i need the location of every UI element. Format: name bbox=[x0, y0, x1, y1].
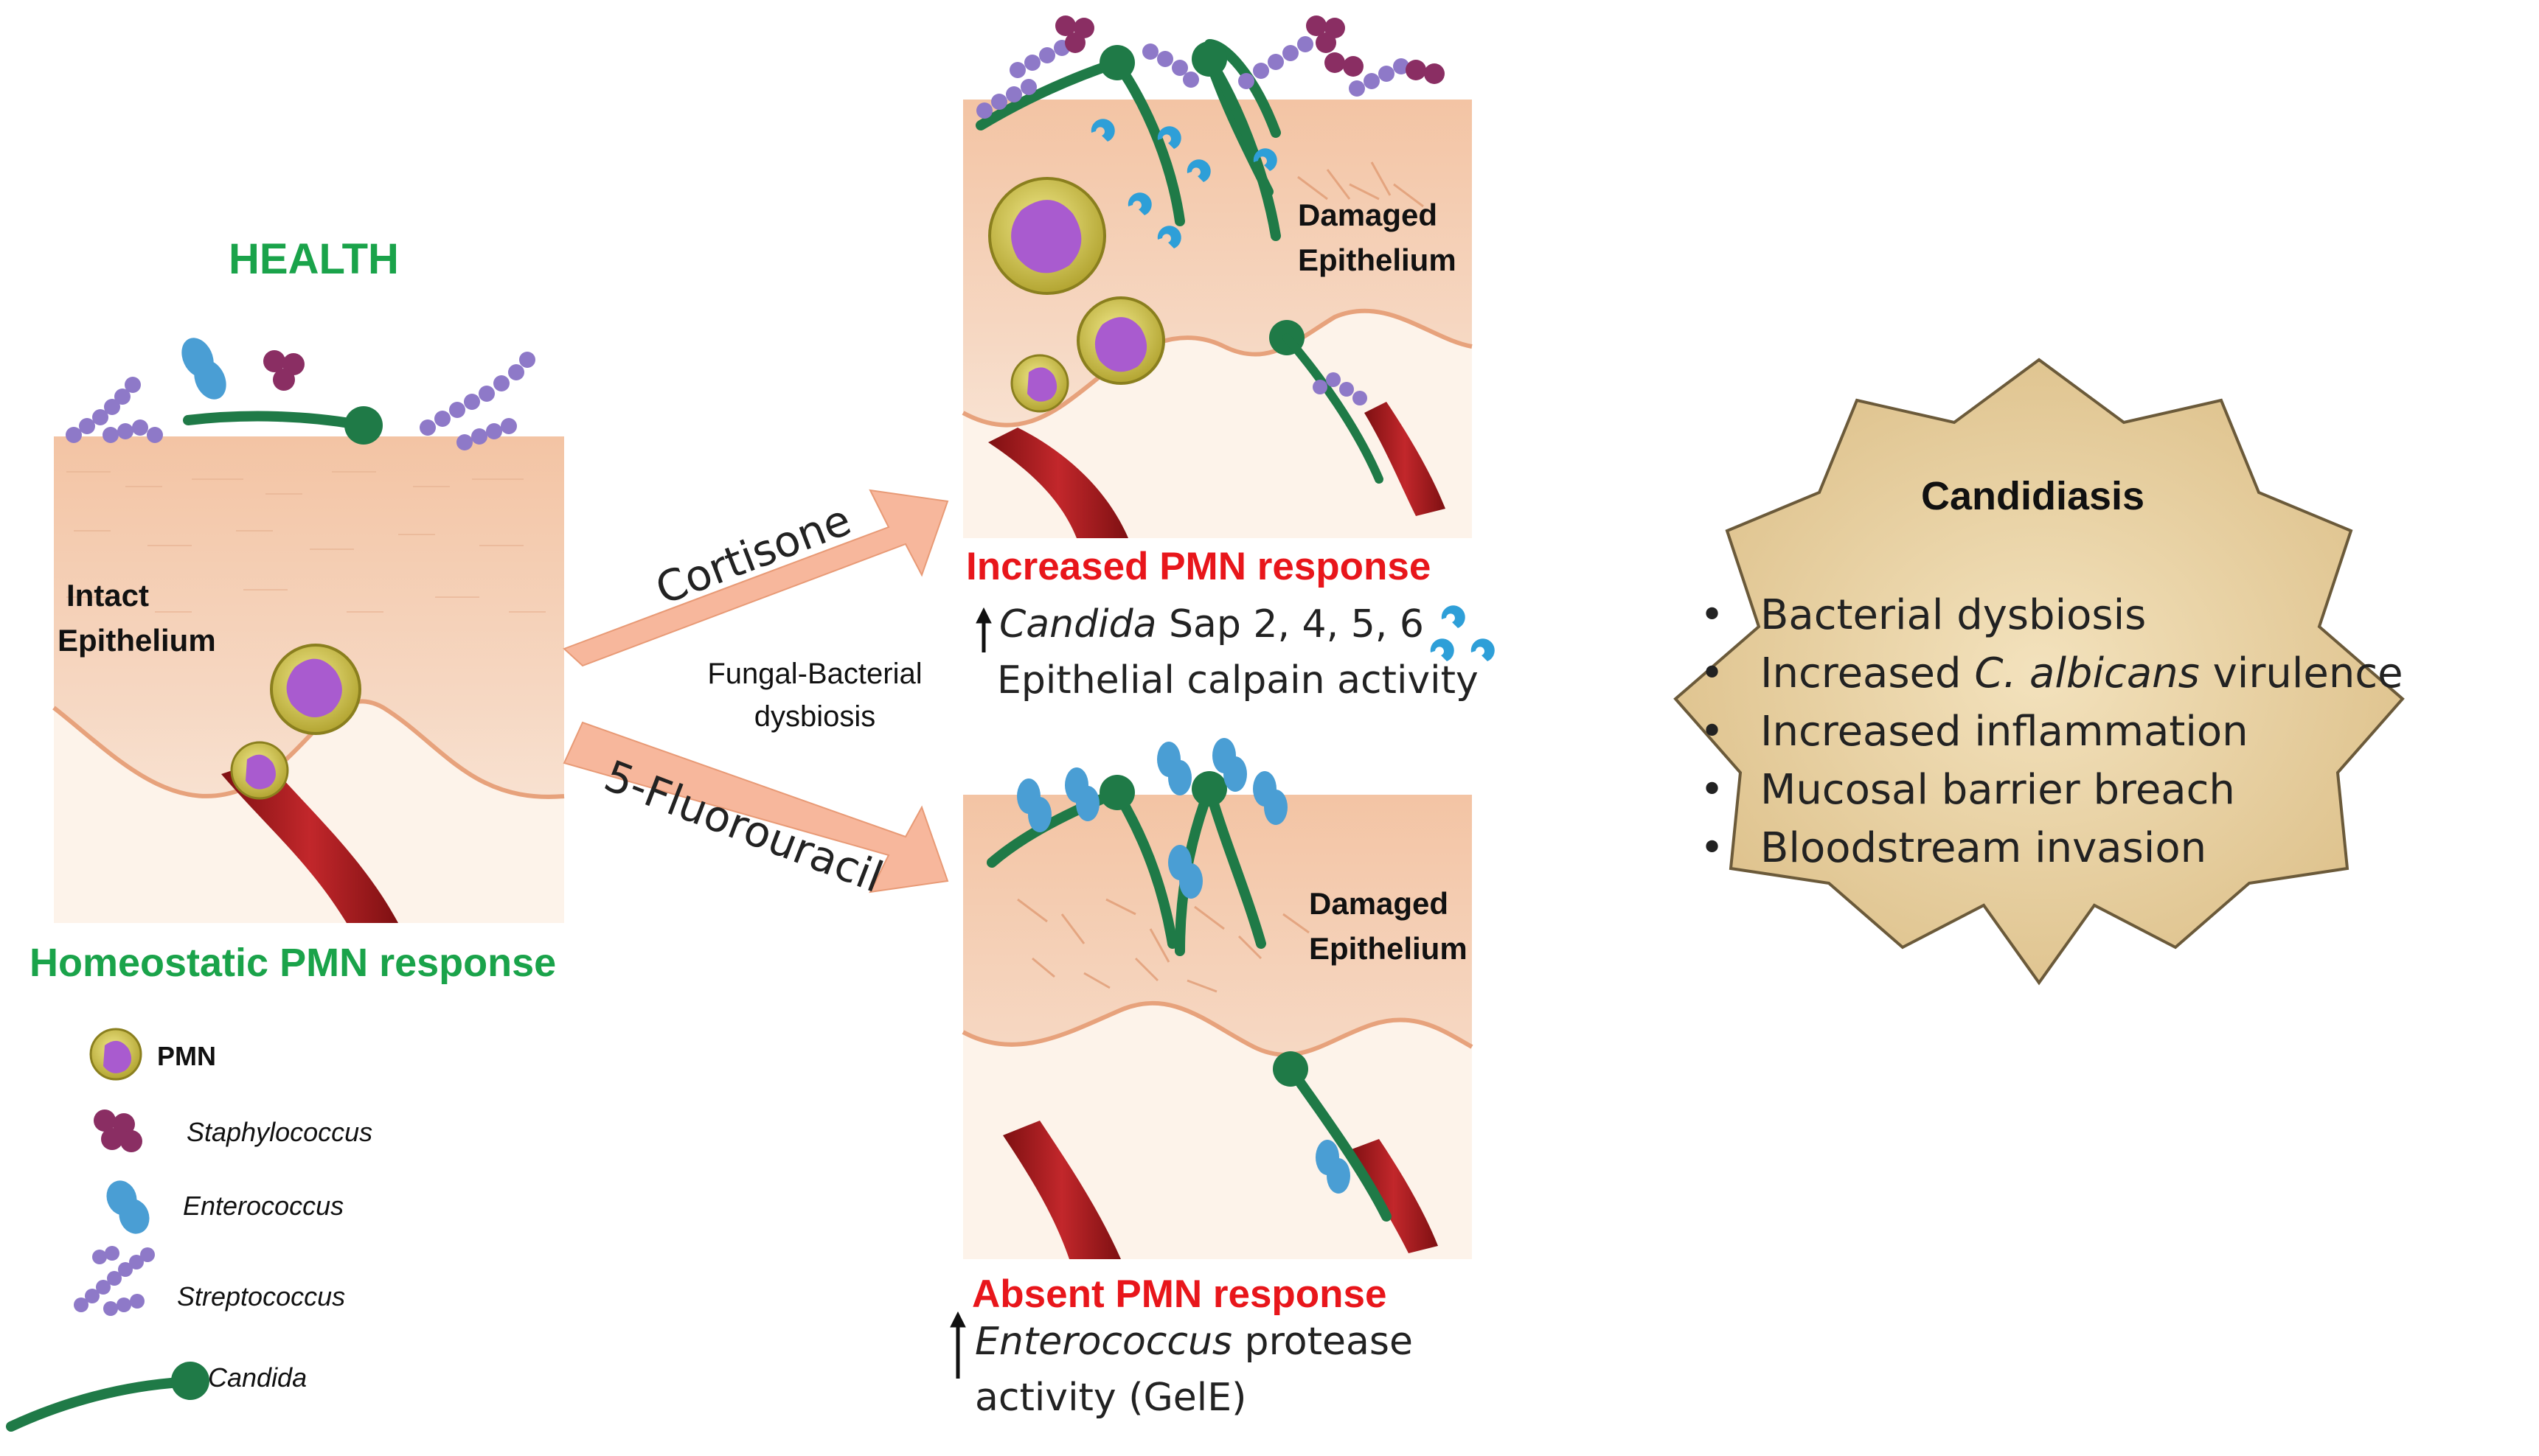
enterococcus-italic: Enterococcus bbox=[975, 1320, 1233, 1364]
pmn-cell-icon bbox=[230, 741, 289, 800]
protease-text: protease bbox=[1232, 1320, 1413, 1364]
homeostatic-response-label: Homeostatic PMN response bbox=[29, 941, 557, 985]
up-arrow-icon bbox=[976, 607, 992, 652]
streptococcus-chain-icon bbox=[420, 352, 535, 450]
candidiasis-item: Increased C. albicans virulence bbox=[1700, 644, 2403, 703]
pmn-icon bbox=[89, 1028, 142, 1081]
candida-hypha-icon bbox=[183, 406, 383, 445]
candidiasis-item: Bacterial dysbiosis bbox=[1700, 586, 2403, 644]
candidiasis-item: Mucosal barrier breach bbox=[1700, 761, 2403, 819]
legend-label-staphylococcus: Staphylococcus bbox=[187, 1117, 373, 1147]
arrow-5-fluorouracil bbox=[563, 721, 949, 894]
enterococcus-icon bbox=[106, 1180, 150, 1234]
item-text: Bloodstream invasion bbox=[1760, 824, 2207, 872]
damaged-label-line1: Damaged bbox=[1309, 886, 1449, 921]
candida-icon bbox=[6, 1362, 209, 1432]
item-text: Bacterial dysbiosis bbox=[1760, 591, 2147, 639]
health-title: HEALTH bbox=[229, 235, 399, 283]
cortisone-damaged-epithelium-label: Damaged Epithelium bbox=[1298, 193, 1456, 283]
candida-hypha-icon bbox=[1282, 333, 1383, 484]
legend-label-pmn: PMN bbox=[157, 1041, 216, 1071]
pmn-cell-icon bbox=[1010, 354, 1069, 413]
item-text: Increased bbox=[1760, 649, 1975, 697]
cortisone-effect-line2: Epithelial calpain activity bbox=[997, 658, 1479, 703]
blood-vessel-icon bbox=[988, 428, 1128, 538]
sap-list: Sap 2, 4, 5, 6 bbox=[1156, 602, 1424, 647]
candidiasis-title: Candidiasis bbox=[1921, 474, 2145, 518]
streptococcus-icon bbox=[74, 1246, 155, 1316]
blood-vessel-icon bbox=[221, 759, 398, 923]
candidiasis-list: Bacterial dysbiosis Increased C. albican… bbox=[1700, 586, 2403, 877]
intact-label-line2: Epithelium bbox=[58, 622, 216, 658]
blood-vessel-icon bbox=[1003, 1121, 1121, 1259]
legend-label-enterococcus: Enterococcus bbox=[183, 1191, 344, 1221]
dysbiosis-line1: Fungal-Bacterial bbox=[707, 658, 923, 690]
dysbiosis-label: Fungal-Bacterial dysbiosis bbox=[667, 652, 962, 738]
fluorouracil-tissue-panel bbox=[962, 738, 1473, 1259]
item-text-post: virulence bbox=[2199, 649, 2403, 697]
damaged-label-line1: Damaged bbox=[1298, 198, 1438, 232]
candida-head-icon bbox=[1100, 771, 1308, 1087]
staphylococcus-icon bbox=[1055, 15, 1445, 84]
blood-vessel-icon bbox=[1364, 402, 1445, 516]
increased-pmn-response-label: Increased PMN response bbox=[966, 545, 1431, 588]
candidiasis-item: Bloodstream invasion bbox=[1700, 819, 2403, 877]
pmn-cell-icon bbox=[270, 644, 361, 735]
cortisone-tissue-panel bbox=[962, 15, 1473, 538]
item-text: Increased inflammation bbox=[1760, 708, 2248, 756]
streptococcus-chain-icon bbox=[66, 377, 163, 443]
pmn-cell-icon bbox=[988, 177, 1106, 295]
enterococcus-icon bbox=[181, 338, 226, 400]
absent-pmn-response-label: Absent PMN response bbox=[972, 1272, 1387, 1316]
staphylococcus-icon bbox=[94, 1110, 142, 1152]
arrow-cortisone bbox=[563, 489, 949, 667]
item-text: Mucosal barrier breach bbox=[1760, 766, 2235, 814]
cortisone-effect-line1: Candida Sap 2, 4, 5, 6 bbox=[999, 602, 1424, 647]
intact-epithelium-label: Intact Epithelium bbox=[58, 574, 216, 663]
pmn-cell-icon bbox=[1077, 296, 1165, 385]
staphylococcus-icon bbox=[263, 350, 305, 391]
health-tissue-panel bbox=[52, 338, 565, 923]
item-italic: C. albicans bbox=[1974, 649, 2200, 697]
sap-enzyme-icon bbox=[1430, 605, 1495, 661]
damaged-label-line2: Epithelium bbox=[1309, 930, 1468, 966]
damaged-label-line2: Epithelium bbox=[1298, 242, 1456, 277]
candidiasis-item: Increased inflammation bbox=[1700, 703, 2403, 761]
dysbiosis-line2: dysbiosis bbox=[754, 700, 876, 733]
intact-label-line1: Intact bbox=[66, 578, 150, 613]
up-arrow-icon bbox=[950, 1311, 966, 1379]
candida-italic: Candida bbox=[999, 602, 1157, 647]
fluorouracil-effect-line1: Enterococcus protease bbox=[975, 1320, 1413, 1364]
legend-label-streptococcus: Streptococcus bbox=[177, 1281, 346, 1312]
fluorouracil-effect-line2: activity (GelE) bbox=[975, 1376, 1247, 1420]
legend-label-candida: Candida bbox=[208, 1362, 308, 1393]
enterococcus-icon bbox=[1017, 738, 1350, 1194]
sap-enzyme-icon bbox=[1091, 119, 1277, 248]
blood-vessel-icon bbox=[1350, 1139, 1438, 1253]
fluorouracil-damaged-epithelium-label: Damaged Epithelium bbox=[1309, 882, 1468, 972]
